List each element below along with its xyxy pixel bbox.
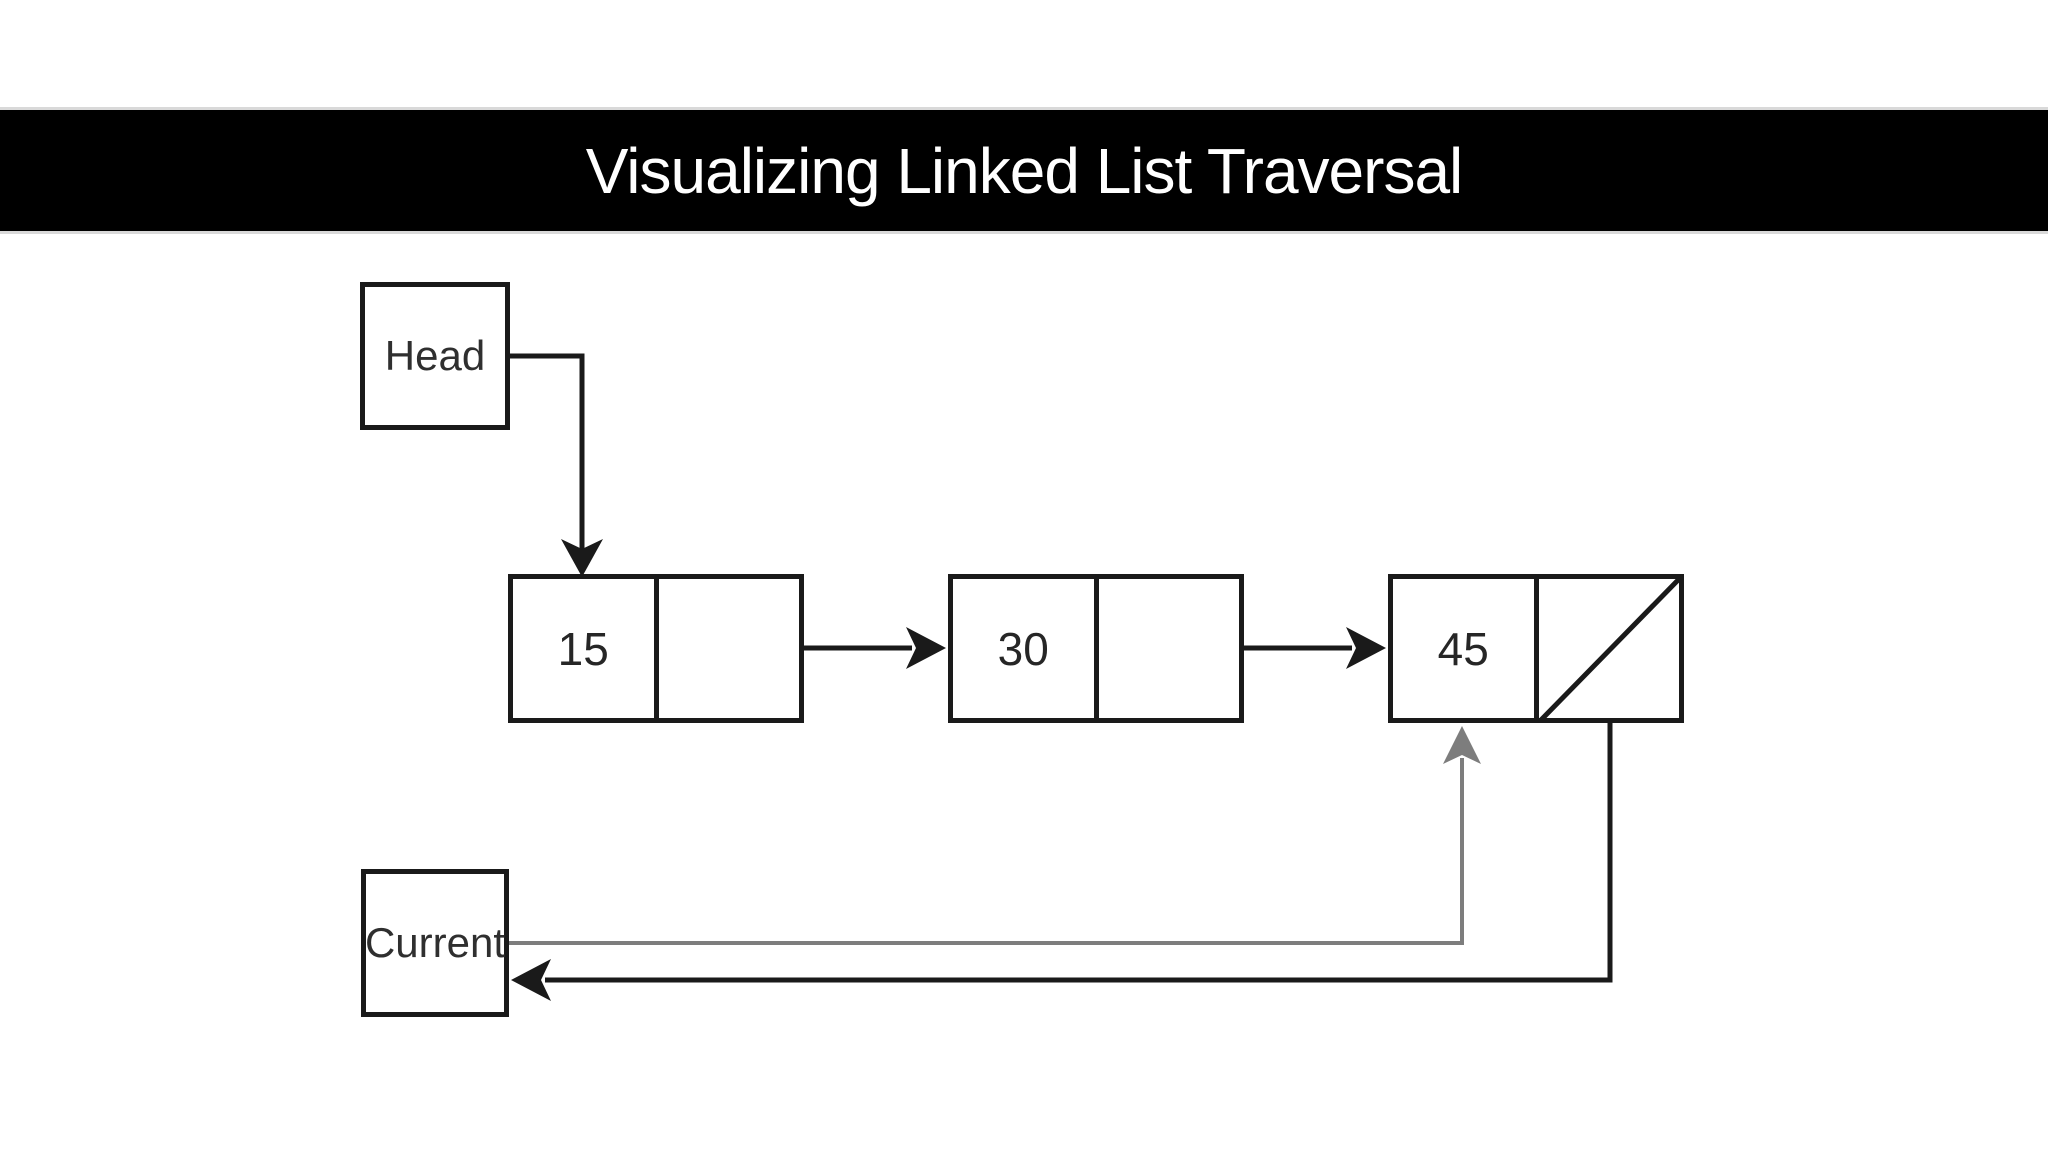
node-30-next-cell <box>1099 579 1240 718</box>
head-label: Head <box>384 332 486 379</box>
node-45-next-cell-null <box>1539 579 1680 718</box>
current-arrowhead-icon <box>1443 726 1481 764</box>
list-node-15: 15 <box>508 574 804 723</box>
next-arrow-2-head-icon <box>1346 627 1386 669</box>
list-node-30: 30 <box>948 574 1244 723</box>
page-title: Visualizing Linked List Traversal <box>585 134 1463 207</box>
current-pointer-box: Current <box>361 869 509 1017</box>
list-node-45: 45 <box>1388 574 1684 723</box>
return-arrowhead-icon <box>511 959 551 1001</box>
node-30-value-cell: 30 <box>953 579 1099 718</box>
head-arrowhead-icon <box>561 539 603 577</box>
current-label: Current <box>364 919 506 966</box>
next-arrow-1-head-icon <box>906 627 946 669</box>
return-arrow-shaft <box>545 723 1613 983</box>
head-arrow-shaft <box>510 353 585 550</box>
node-45-value-cell: 45 <box>1393 579 1539 718</box>
title-banner: Visualizing Linked List Traversal <box>0 107 2048 234</box>
head-pointer-box: Head <box>360 282 510 430</box>
node-15-value-cell: 15 <box>513 579 659 718</box>
current-arrow-shaft <box>509 758 1464 945</box>
node-15-next-cell <box>659 579 800 718</box>
